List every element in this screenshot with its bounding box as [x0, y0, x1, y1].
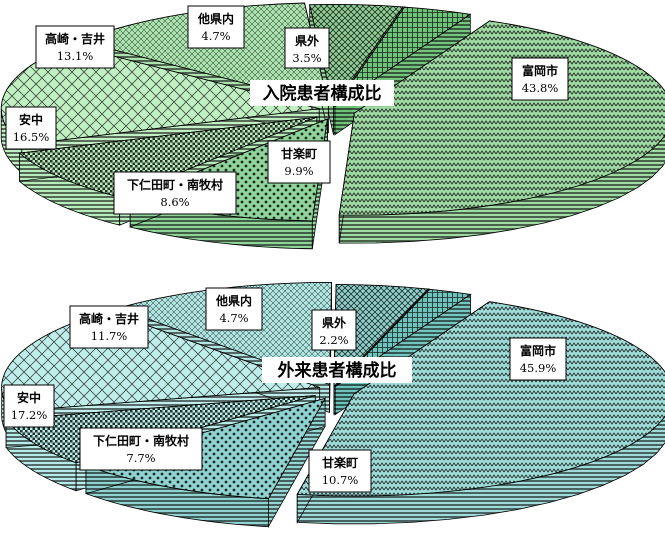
- chart-title: 外来患者構成比: [278, 360, 397, 381]
- slice-label-value: 10.7%: [322, 473, 359, 487]
- slice-label-box: [3, 384, 55, 428]
- slice-label-box: [311, 309, 357, 351]
- slice-label-value: 45.9%: [520, 361, 557, 375]
- slice-label: 高崎・吉井 11.7%: [69, 305, 149, 349]
- slice-label-box: [5, 106, 57, 150]
- slice-label: 富岡市 45.9%: [509, 337, 567, 381]
- slice-label-name: 県外: [295, 33, 319, 48]
- slice-label-box: [267, 140, 331, 184]
- slice-label-value: 7.7%: [126, 451, 155, 465]
- slice-label: 安中 17.2%: [3, 384, 55, 428]
- slice-label: 甘楽町 10.7%: [308, 449, 372, 493]
- slice-label-box: [187, 5, 245, 49]
- slice-pattern: [86, 398, 326, 499]
- slice-label: 甘楽町 9.9%: [267, 140, 331, 184]
- slice-label-value: 8.6%: [160, 195, 189, 209]
- pie-chart-inpatient: 富岡市 43.8% 甘楽町 9.9% 下仁田町・南牧村 8.6% 安中 16.5% 高崎・吉井 1…: [0, 2, 665, 250]
- slice-label-value: 4.7%: [201, 29, 230, 43]
- slice-label: 高崎・吉井 13.1%: [35, 25, 115, 69]
- slice-label-box: [509, 337, 567, 381]
- slice-label-box: [284, 27, 330, 69]
- slice-pattern: [1, 45, 320, 145]
- slice-label: 他県内 4.7%: [187, 5, 245, 49]
- slice-label-box: [35, 25, 115, 69]
- slice-label-name: 県外: [322, 315, 346, 330]
- slice-label-name: 富岡市: [520, 343, 556, 358]
- slice-pattern: [79, 3, 329, 105]
- slice-pattern: [297, 301, 665, 497]
- slice-label: 安中 16.5%: [5, 106, 57, 150]
- slice-label: 富岡市 43.8%: [511, 57, 569, 101]
- slice-label-name: 高崎・吉井: [79, 311, 139, 326]
- slice-label-box: [79, 427, 203, 471]
- slice-label-name: 甘楽町: [322, 455, 358, 470]
- slice-label: 県外 2.2%: [311, 309, 357, 351]
- chart-title-box: [262, 357, 412, 383]
- slice-label-value: 2.2%: [319, 333, 348, 347]
- chart-title: 入院患者構成比: [263, 83, 382, 104]
- slice-label: 下仁田町・南牧村 7.7%: [79, 427, 203, 471]
- slice-label-name: 富岡市: [522, 63, 558, 78]
- slice-label-value: 9.9%: [284, 164, 313, 178]
- slice-label-value: 43.8%: [522, 81, 559, 95]
- slice-pattern: [339, 20, 665, 216]
- slice-label-name: 安中: [17, 390, 41, 405]
- slice-label: 他県内 4.7%: [205, 287, 263, 331]
- slice-label-value: 3.5%: [292, 51, 321, 65]
- slice-label-name: 甘楽町: [281, 146, 317, 161]
- slice-label-value: 13.1%: [57, 49, 94, 63]
- slice-label-value: 17.2%: [11, 408, 48, 422]
- slice-label-box: [69, 305, 149, 349]
- slice-label: 下仁田町・南牧村 8.6%: [113, 171, 237, 215]
- slice-label-name: 安中: [19, 112, 43, 127]
- slice-label-box: [511, 57, 569, 101]
- slice-label-value: 11.7%: [91, 329, 128, 343]
- chart-title-box: [250, 80, 394, 106]
- slice-pattern: [19, 117, 317, 198]
- slice-side-shade: [297, 414, 665, 524]
- slice-label-value: 16.5%: [13, 130, 50, 144]
- slice-label-box: [308, 449, 372, 493]
- slice-label-name: 下仁田町・南牧村: [93, 433, 189, 448]
- slice-label-name: 他県内: [197, 11, 234, 26]
- slice-label: 県外 3.5%: [284, 27, 330, 69]
- pie-chart-outpatient: 富岡市 45.9% 甘楽町 10.7% 下仁田町・南牧村 7.7% 安中 17.2% 高崎・吉井…: [1, 281, 665, 529]
- slice-label-name: 下仁田町・南牧村: [127, 177, 223, 192]
- slice-label-name: 他県内: [215, 293, 252, 308]
- slice-side-shade: [339, 134, 665, 244]
- slice-label-name: 高崎・吉井: [45, 31, 105, 46]
- slice-label-value: 4.7%: [219, 311, 248, 325]
- slice-label-box: [113, 171, 237, 215]
- slice-label-box: [205, 287, 263, 331]
